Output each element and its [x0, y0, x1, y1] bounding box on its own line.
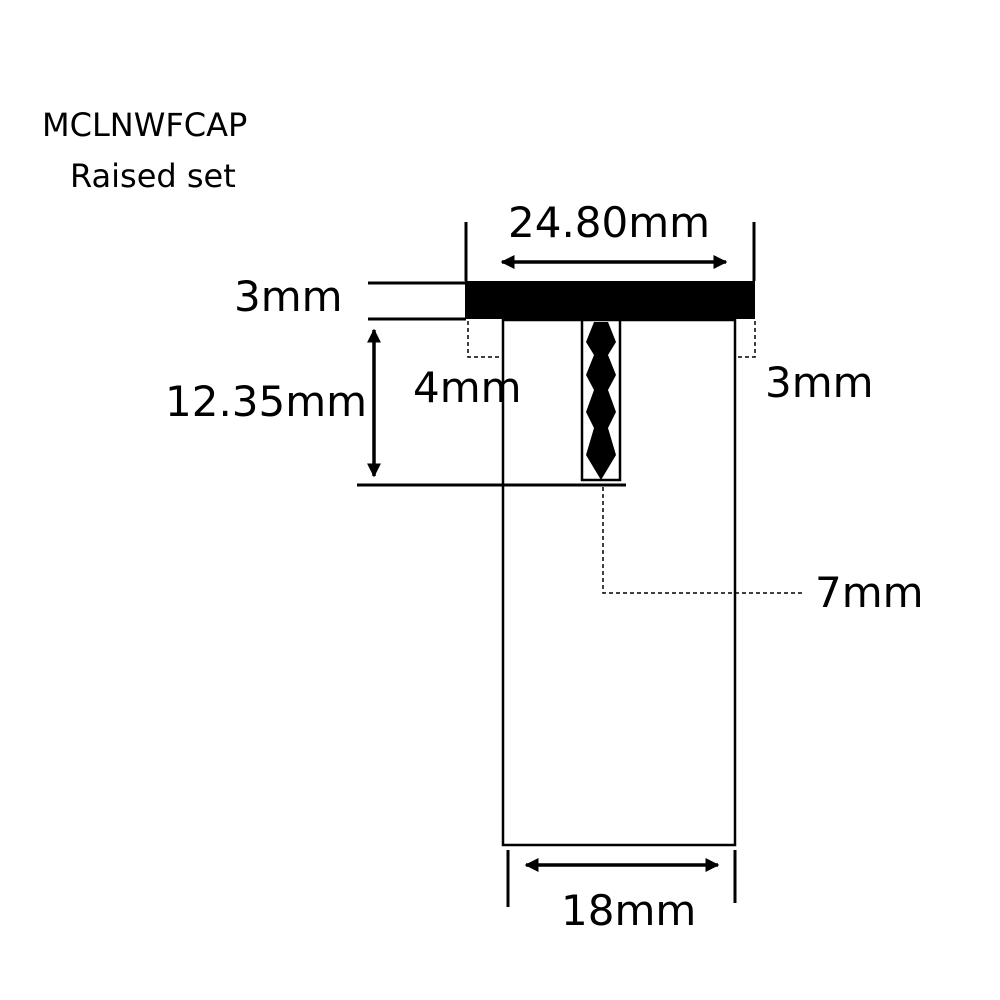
pin-width-label: 7mm [815, 568, 924, 617]
stem-height-label: 12.35mm [165, 377, 367, 426]
product-code: MCLNWFCAP [42, 106, 247, 144]
body-width-label: 18mm [561, 886, 696, 935]
right-overhang-label: 3mm [765, 358, 874, 407]
right-overhang-leader [737, 321, 756, 358]
cap-plate [465, 281, 755, 319]
left-overhang-leader [467, 321, 501, 358]
pin-width-leader [602, 487, 803, 594]
cap-thickness-label: 3mm [234, 272, 343, 321]
barbed-pin [586, 322, 616, 480]
cap-width-label: 24.80mm [508, 198, 710, 247]
left-overhang-label: 4mm [413, 363, 522, 412]
product-variant: Raised set [70, 157, 236, 195]
